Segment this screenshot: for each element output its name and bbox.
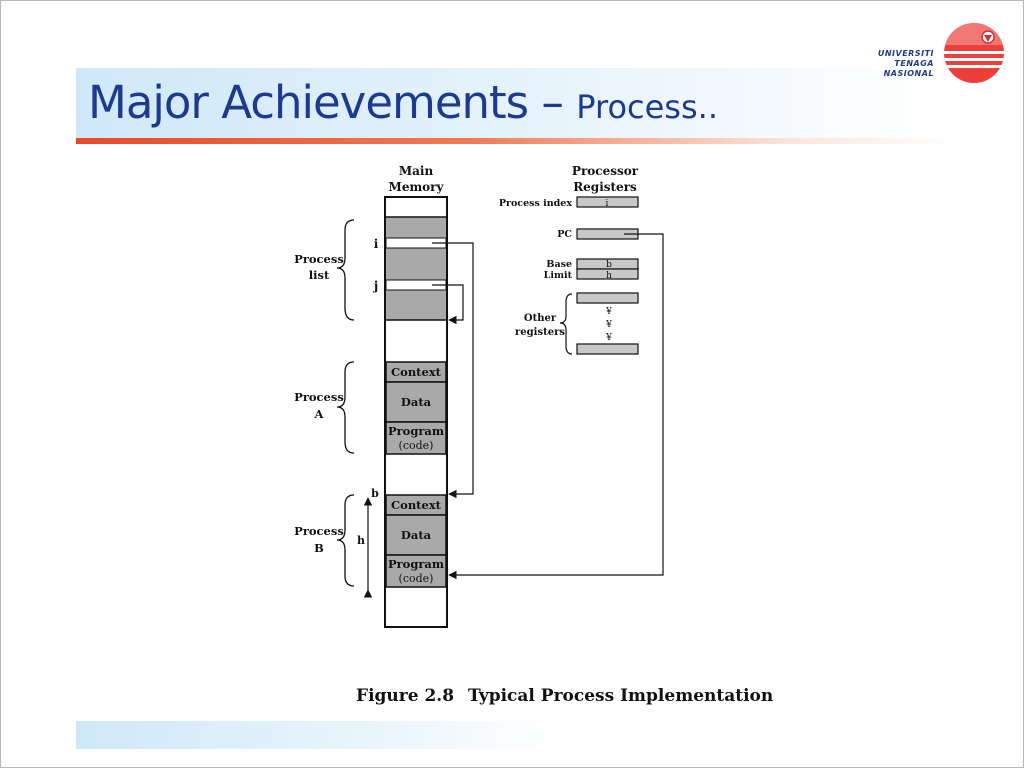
process-b-context-label: Context	[391, 498, 442, 512]
logo-line-2: TENAGA	[894, 59, 934, 68]
process-a-data-block	[385, 381, 447, 423]
marker-h-label: h	[357, 534, 365, 547]
title-sub: Process..	[576, 88, 718, 126]
logo-line-1: UNIVERSITI	[877, 49, 934, 58]
footer-band	[76, 721, 556, 749]
process-b-data-block	[385, 514, 447, 556]
process-list-brace	[336, 219, 355, 321]
process-a-program-label-2: (code)	[399, 439, 434, 452]
process-index-label: Process index	[499, 198, 573, 209]
other-registers-label-2: registers	[515, 327, 565, 338]
main-memory-label-2: Memory	[389, 180, 445, 194]
other-registers-dot-1: ¥	[605, 307, 612, 317]
limit-register	[576, 268, 639, 280]
process-a-label-1: Process	[294, 390, 344, 404]
logo-line-3: NASIONAL	[883, 69, 934, 78]
figure-number: Figure 2.8	[356, 686, 455, 706]
process-a-context-label: Context	[391, 365, 442, 379]
pointer-i-to-process-b-arrow	[432, 242, 474, 499]
process-b-program-label-1: Program	[388, 557, 444, 571]
process-b-program-label-2: (code)	[399, 572, 434, 585]
base-value: b	[606, 260, 612, 270]
processor-label-2: Registers	[573, 180, 637, 194]
process-a-program-label-1: Program	[388, 424, 444, 438]
process-b-brace	[336, 494, 355, 587]
limit-value: h	[606, 271, 612, 281]
process-a-program-block	[385, 421, 447, 455]
process-a-brace	[336, 361, 355, 454]
process-b-label-2: B	[314, 541, 324, 555]
process-index-register	[576, 196, 639, 208]
main-memory-column	[384, 196, 448, 628]
slide-title: Major Achievements – Process..	[88, 76, 718, 129]
other-register-bottom	[576, 343, 639, 355]
base-label: Base	[546, 259, 572, 270]
title-main: Major Achievements –	[88, 76, 577, 129]
title-underline	[76, 138, 956, 144]
figure-caption: Figure 2.8 Typical Process Implementation	[356, 686, 773, 706]
title-band	[76, 68, 936, 138]
university-crest-icon	[944, 23, 1004, 83]
main-memory-label-1: Main	[399, 164, 434, 178]
process-index-value: i	[606, 199, 609, 209]
index-i-label: i	[374, 237, 379, 251]
marker-b-label: b	[371, 487, 379, 500]
process-b-program-block	[385, 554, 447, 588]
limit-label: Limit	[544, 270, 573, 281]
pc-to-program-arrow	[448, 233, 664, 580]
other-registers-dot-3: ¥	[605, 333, 612, 343]
other-registers-brace	[559, 293, 573, 355]
figure-title: Typical Process Implementation	[468, 686, 774, 706]
process-list-label-1: Process	[294, 252, 344, 266]
process-list-label-2: list	[309, 268, 330, 282]
process-a-data-label: Data	[401, 395, 432, 409]
process-a-label-2: A	[314, 407, 325, 421]
university-logo: UNIVERSITI TENAGA NASIONAL	[860, 18, 1008, 90]
other-registers-dot-2: ¥	[605, 320, 612, 330]
index-j-label: j	[373, 279, 378, 293]
pointer-j-arrow	[432, 284, 464, 325]
process-b-data-label: Data	[401, 528, 432, 542]
process-b-label-1: Process	[294, 524, 344, 538]
pc-label: PC	[557, 229, 572, 240]
process-list-block	[386, 217, 446, 320]
other-register-top	[576, 292, 639, 304]
processor-label-1: Processor	[572, 164, 639, 178]
other-registers-label-1: Other	[524, 313, 557, 324]
